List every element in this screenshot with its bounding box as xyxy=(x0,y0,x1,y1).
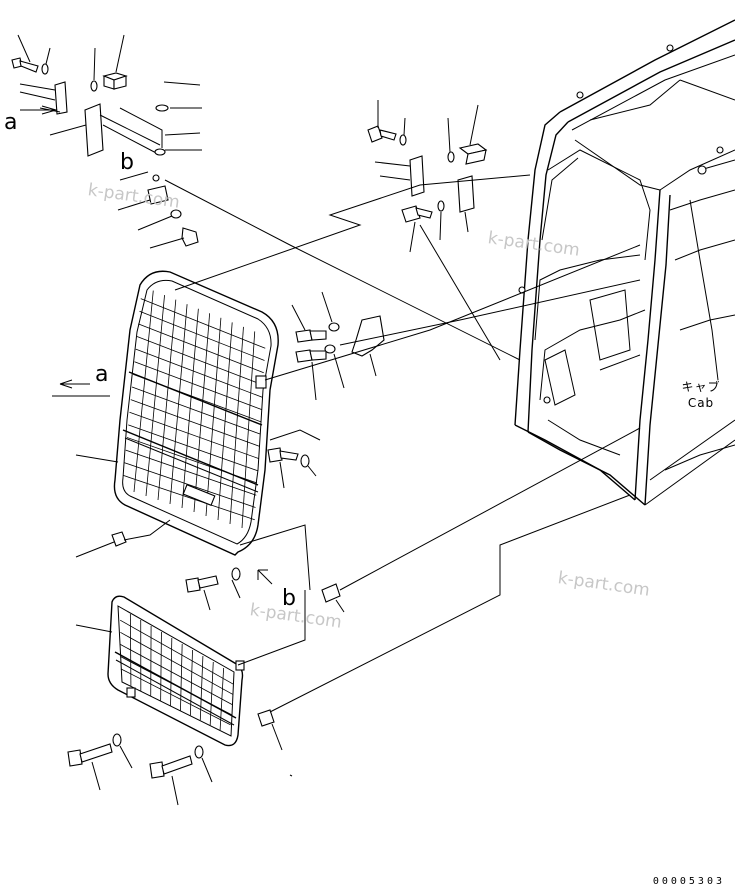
front-guard-upper xyxy=(113,270,279,556)
cab-frame xyxy=(514,19,735,506)
view-ref-b-guard: b xyxy=(282,586,296,611)
view-ref-a-top: a xyxy=(4,110,18,135)
cab-label-jp: キャブ xyxy=(681,380,721,394)
view-ref-b-top: b xyxy=(120,150,134,175)
drawing-code: 00005303 xyxy=(652,876,725,887)
view-ref-a-guard: a xyxy=(95,362,109,387)
cab-label: キャブ Cab xyxy=(676,381,726,409)
leader-lines xyxy=(17,34,641,806)
cab-label-en: Cab xyxy=(687,396,715,410)
front-guard-lower xyxy=(107,595,245,747)
